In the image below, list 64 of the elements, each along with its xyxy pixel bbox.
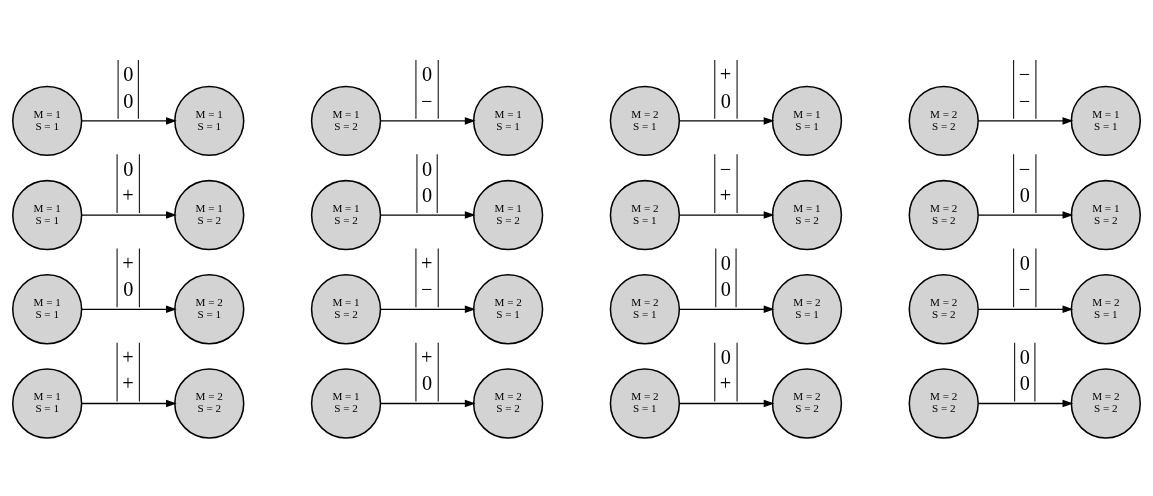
arrow — [81, 342, 177, 408]
node-circle: M = 1 S = 1 — [11, 85, 83, 157]
node-circle: M = 2 S = 2 — [908, 274, 979, 345]
node-circle: M = 1 S = 1 — [11, 179, 83, 251]
edge-label: 0 0 — [720, 251, 731, 301]
arrow — [977, 153, 1074, 219]
edge-label: − − — [1018, 63, 1031, 112]
node-circle: M = 1 S = 2 — [771, 179, 843, 251]
edge-label: 0 + — [122, 157, 134, 206]
edge-label: + 0 — [421, 345, 433, 395]
node-circle: M = 1 S = 2 — [310, 368, 382, 439]
node-circle: M = 2 S = 1 — [609, 179, 681, 251]
edge-label: 0 + — [719, 345, 732, 395]
arrow — [379, 342, 476, 408]
node-circle: M = 1 S = 2 — [310, 179, 382, 251]
edge-label: 0 − — [421, 63, 433, 112]
edge-label: − 0 — [1018, 157, 1031, 206]
node-circle: M = 1 S = 1 — [11, 274, 83, 345]
arrow — [81, 153, 177, 219]
edge-label: + 0 — [719, 63, 732, 112]
node-circle: M = 2 S = 1 — [771, 274, 843, 345]
edge-label: + − — [421, 251, 433, 301]
node-circle: M = 1 S = 2 — [310, 85, 382, 157]
node-circle: M = 1 S = 2 — [472, 179, 544, 251]
node-circle: M = 1 S = 1 — [11, 368, 83, 439]
node-circle: M = 2 S = 2 — [908, 179, 979, 251]
node-circle: M = 2 S = 2 — [1070, 368, 1142, 439]
edge-label: 0 0 — [422, 157, 433, 206]
edge-label: + 0 — [122, 251, 134, 301]
arrow — [678, 59, 775, 125]
edge-label: − + — [719, 157, 732, 206]
arrow — [977, 342, 1074, 408]
arrow — [977, 248, 1074, 314]
edge-label: 0 − — [1018, 251, 1031, 301]
node-circle: M = 1 S = 1 — [472, 85, 544, 157]
node-circle: M = 1 S = 2 — [310, 274, 382, 345]
arrow — [379, 248, 476, 314]
node-circle: M = 2 S = 1 — [609, 368, 681, 439]
node-circle: M = 2 S = 2 — [472, 368, 544, 439]
edge-label: 0 0 — [123, 63, 134, 112]
node-circle: M = 2 S = 2 — [174, 368, 245, 439]
arrow — [678, 248, 775, 314]
node-circle: M = 2 S = 1 — [472, 274, 544, 345]
edge-label: 0 0 — [1019, 345, 1030, 395]
node-circle: M = 2 S = 1 — [1070, 274, 1142, 345]
node-circle: M = 1 S = 1 — [771, 85, 843, 157]
arrow — [81, 248, 177, 314]
arrow — [678, 342, 775, 408]
node-circle: M = 2 S = 2 — [908, 368, 979, 439]
node-circle: M = 2 S = 2 — [908, 85, 979, 157]
node-circle: M = 2 S = 1 — [609, 85, 681, 157]
arrow — [678, 153, 775, 219]
node-circle: M = 1 S = 2 — [1070, 179, 1142, 251]
node-circle: M = 1 S = 1 — [1070, 85, 1142, 157]
edge-label: + + — [122, 345, 134, 395]
arrow — [81, 59, 177, 125]
node-circle: M = 2 S = 1 — [174, 274, 245, 345]
arrow — [977, 59, 1074, 125]
arrow — [379, 59, 476, 125]
node-circle: M = 1 S = 2 — [174, 179, 245, 251]
node-circle: M = 2 S = 1 — [609, 274, 681, 345]
node-circle: M = 1 S = 1 — [174, 85, 245, 157]
arrow — [379, 153, 476, 219]
node-circle: M = 2 S = 2 — [771, 368, 843, 439]
